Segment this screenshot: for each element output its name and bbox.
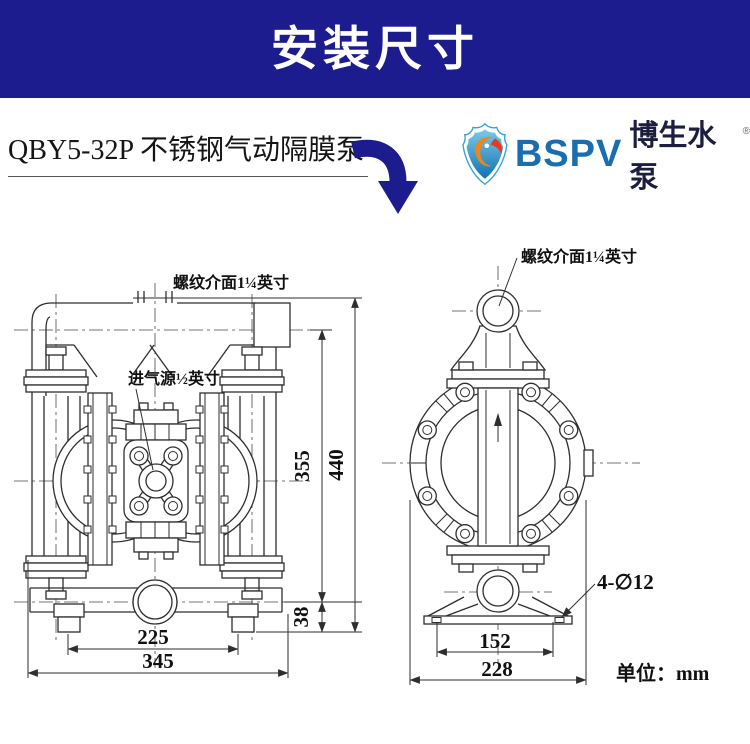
side-dim-overall-width: 228 — [481, 657, 513, 681]
logo-registered-mark: ® — [742, 126, 750, 137]
brand-logo: BSPV 博生水泵 ® — [462, 112, 750, 196]
logo-shield-icon — [462, 122, 508, 186]
side-mount-holes-label: 4-∅12 — [597, 570, 654, 594]
front-thread-port-label: 螺纹介面1¼英寸 — [173, 273, 289, 292]
logo-abbr: BSPV — [514, 133, 623, 175]
front-air-inlet-label: 进气源½英寸 — [128, 369, 220, 388]
front-dim-port-height: 38 — [289, 607, 313, 628]
front-view-drawing: 螺纹介面1¼英寸 进气源½英寸 225 345 355 440 38 — [14, 273, 362, 678]
down-arrow-icon — [351, 139, 418, 214]
logo-name: 博生水泵 — [629, 120, 717, 194]
header-banner: 安装尺寸 — [0, 0, 750, 98]
product-title: QBY5-32P 不锈钢气动隔膜泵 — [8, 128, 368, 177]
side-view-drawing: 螺纹介面1¼英寸 4-∅12 152 228 — [382, 247, 654, 685]
side-dim-feet-spacing: 152 — [479, 629, 511, 653]
front-dim-body-height: 355 — [290, 450, 314, 482]
units-label: 单位：mm — [616, 661, 710, 685]
front-dim-overall-height: 440 — [324, 449, 348, 481]
side-thread-port-label: 螺纹介面1¼英寸 — [521, 247, 637, 266]
front-dim-overall-width: 345 — [142, 649, 174, 673]
front-dim-feet-spacing: 225 — [137, 625, 169, 649]
page-title: 安装尺寸 — [271, 22, 479, 75]
